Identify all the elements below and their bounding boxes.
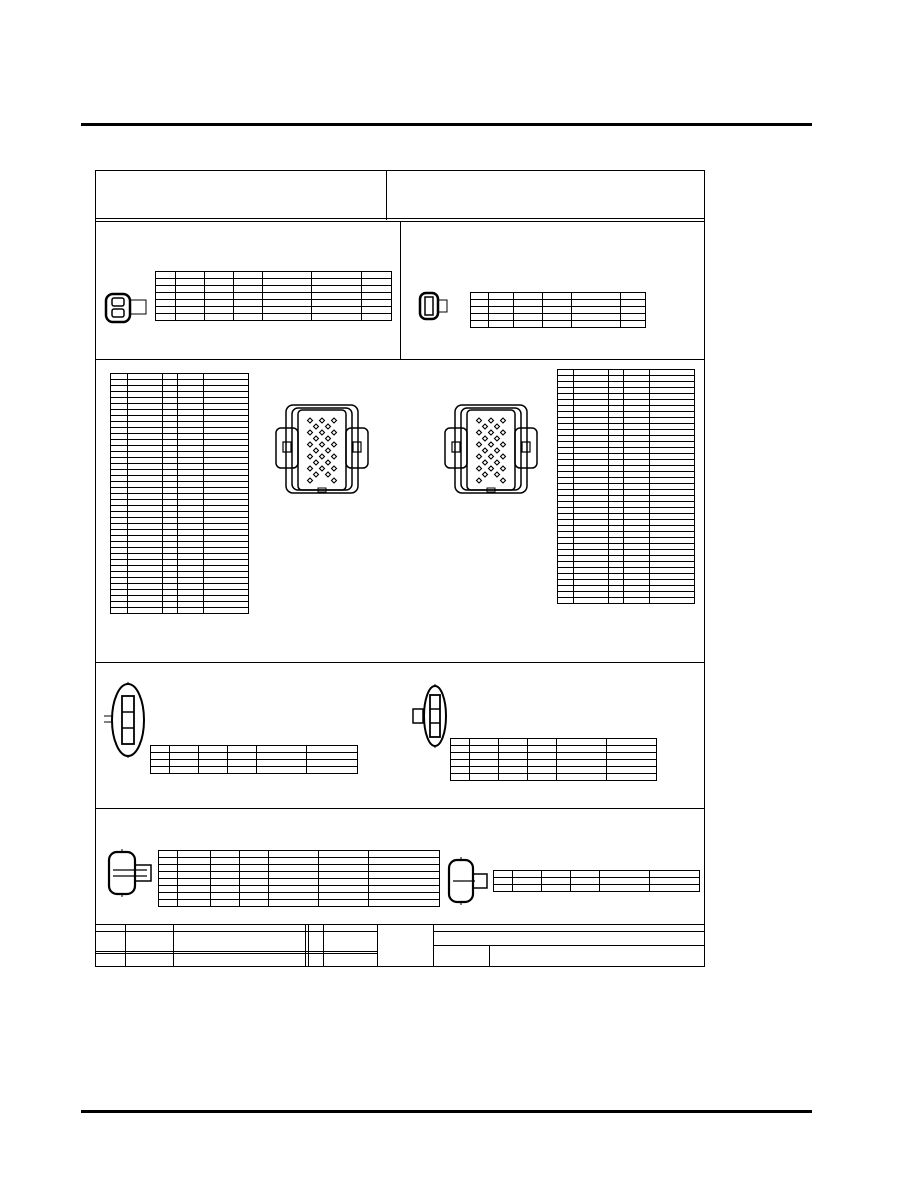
table-row bbox=[155, 271, 392, 279]
table-row bbox=[470, 306, 646, 314]
pin-table-c2 bbox=[470, 292, 646, 328]
table-row bbox=[493, 870, 700, 878]
table-row bbox=[110, 427, 249, 434]
connector-2pin-oval-icon bbox=[447, 857, 488, 905]
table-row bbox=[470, 320, 646, 328]
pin-table-c3 bbox=[110, 373, 249, 614]
revision-block bbox=[95, 924, 705, 967]
table-row bbox=[493, 884, 700, 892]
table-row bbox=[450, 752, 657, 760]
drawing-frame bbox=[95, 170, 705, 967]
table-row bbox=[450, 766, 657, 774]
table-row bbox=[450, 759, 657, 767]
section-3-bottom bbox=[95, 808, 705, 809]
table-row bbox=[470, 313, 646, 321]
table-row bbox=[110, 571, 249, 578]
table-row bbox=[110, 457, 249, 464]
table-row bbox=[155, 299, 392, 307]
table-row bbox=[110, 607, 249, 614]
table-row bbox=[158, 871, 440, 879]
pin-table-c7 bbox=[158, 850, 440, 907]
table-row bbox=[470, 299, 646, 307]
table-row bbox=[110, 535, 249, 542]
connector-2pin-oval-icon bbox=[107, 849, 152, 897]
section-1-divider bbox=[400, 221, 401, 359]
table-row bbox=[150, 759, 358, 767]
table-row bbox=[155, 285, 392, 293]
table-row bbox=[158, 892, 440, 900]
table-row bbox=[158, 850, 440, 858]
table-row bbox=[158, 878, 440, 886]
section-4-bottom bbox=[95, 924, 705, 925]
table-row bbox=[155, 278, 392, 286]
pin-table-c1 bbox=[155, 271, 392, 321]
pin-table-c6 bbox=[450, 738, 657, 781]
connector-24pin-icon bbox=[444, 404, 538, 494]
table-row bbox=[158, 864, 440, 872]
table-row bbox=[470, 292, 646, 300]
table-row bbox=[450, 738, 657, 746]
table-row bbox=[150, 745, 358, 753]
connector-3pin-icon bbox=[104, 682, 145, 758]
table-row bbox=[150, 766, 358, 774]
table-row bbox=[158, 857, 440, 865]
title-bottom-line bbox=[95, 218, 705, 219]
connector-24pin-icon bbox=[275, 404, 369, 494]
table-row bbox=[493, 877, 700, 885]
pin-table-c5 bbox=[150, 745, 358, 774]
table-row bbox=[450, 745, 657, 753]
connector-2pin-icon bbox=[104, 292, 147, 324]
connector-3pin-icon bbox=[412, 684, 447, 748]
table-row bbox=[450, 773, 657, 781]
pin-table-c8 bbox=[493, 870, 700, 892]
pin-table-c4 bbox=[557, 369, 695, 604]
top-rule bbox=[81, 123, 812, 126]
table-row bbox=[155, 306, 392, 314]
title-divider bbox=[386, 170, 387, 220]
section-2-bottom bbox=[95, 662, 705, 663]
table-row bbox=[155, 292, 392, 300]
table-row bbox=[155, 313, 392, 321]
bottom-rule bbox=[81, 1110, 812, 1113]
table-row bbox=[158, 885, 440, 893]
table-row bbox=[557, 597, 695, 604]
section-1-bottom bbox=[95, 359, 705, 360]
connector-2pin-icon bbox=[418, 291, 448, 321]
table-row bbox=[150, 752, 358, 760]
table-row bbox=[158, 899, 440, 907]
